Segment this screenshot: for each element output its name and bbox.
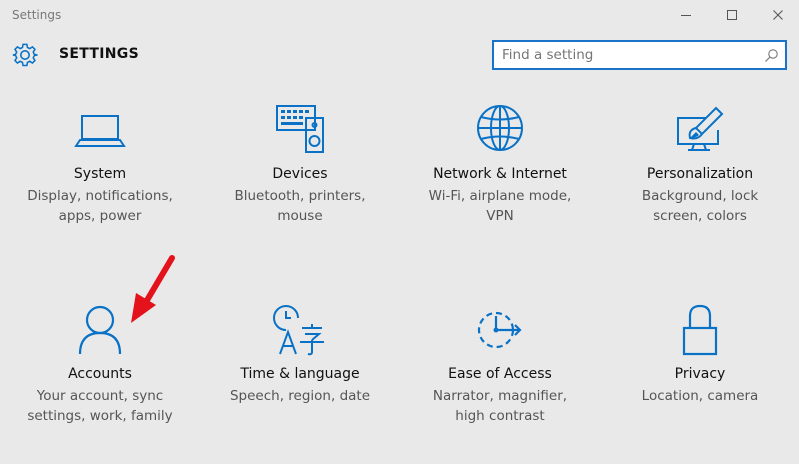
category-name: Personalization — [646, 166, 754, 182]
maximize-button[interactable] — [709, 0, 755, 30]
keyboard-speaker-icon — [272, 104, 328, 160]
description-line: Narrator, magnifier, — [432, 388, 568, 404]
category-description: Bluetooth, printers, mouse — [210, 186, 390, 226]
category-name: System — [73, 166, 127, 182]
paintbrush-monitor-icon — [672, 104, 728, 160]
category-personalization[interactable]: Personalization Background, lock screen,… — [600, 104, 799, 274]
category-description: Narrator, magnifier, high contrast — [410, 386, 590, 426]
category-name: Network & Internet — [433, 166, 567, 182]
category-name: Accounts — [68, 366, 132, 382]
category-description: Your account, sync settings, work, famil… — [10, 386, 190, 426]
description-line: VPN — [486, 208, 514, 224]
title-bar: Settings — [0, 0, 799, 30]
category-description: Wi-Fi, airplane mode, VPN — [410, 186, 590, 226]
category-ease-of-access[interactable]: Ease of Access Narrator, magnifier, high… — [400, 304, 600, 464]
category-name: Time & language — [240, 366, 360, 382]
description-line: settings, work, family — [27, 408, 173, 424]
category-name: Devices — [272, 166, 328, 182]
clock-language-icon — [272, 304, 328, 360]
category-accounts[interactable]: Accounts Your account, sync settings, wo… — [0, 304, 200, 464]
description-line: Display, notifications, — [27, 188, 173, 204]
person-icon — [72, 304, 128, 360]
category-description: Background, lock screen, colors — [610, 186, 790, 226]
description-line: screen, colors — [653, 208, 747, 224]
category-name: Privacy — [674, 366, 726, 382]
category-description: Location, camera — [610, 386, 790, 406]
description-line: Wi-Fi, airplane mode, — [428, 188, 572, 204]
laptop-icon — [72, 104, 128, 160]
category-name: Ease of Access — [448, 366, 552, 382]
category-privacy[interactable]: Privacy Location, camera — [600, 304, 799, 464]
gear-icon — [12, 43, 38, 67]
description-line: Location, camera — [641, 388, 759, 404]
search-box[interactable] — [492, 40, 787, 70]
category-time-language[interactable]: Time & language Speech, region, date — [200, 304, 400, 464]
description-line: Background, lock — [641, 188, 759, 204]
padlock-icon — [672, 304, 728, 360]
window-title: Settings — [12, 8, 62, 22]
ease-of-access-icon — [472, 304, 528, 360]
minimize-icon — [681, 15, 691, 16]
description-line: Bluetooth, printers, — [234, 188, 366, 204]
settings-header: SETTINGS — [0, 36, 799, 76]
category-devices[interactable]: Devices Bluetooth, printers, mouse — [200, 104, 400, 274]
close-button[interactable] — [755, 0, 799, 30]
globe-icon — [472, 104, 528, 160]
category-network-internet[interactable]: Network & Internet Wi-Fi, airplane mode,… — [400, 104, 600, 274]
close-icon — [773, 10, 783, 20]
category-description: Display, notifications, apps, power — [10, 186, 190, 226]
description-line: Speech, region, date — [229, 388, 371, 404]
description-line: high contrast — [455, 408, 545, 424]
maximize-icon — [727, 10, 737, 20]
description-line: Your account, sync — [36, 388, 164, 404]
search-icon[interactable] — [764, 48, 779, 63]
description-line: apps, power — [58, 208, 142, 224]
category-description: Speech, region, date — [210, 386, 390, 406]
minimize-button[interactable] — [663, 0, 709, 30]
category-system[interactable]: System Display, notifications, apps, pow… — [0, 104, 200, 274]
search-input[interactable] — [502, 46, 752, 64]
page-title: SETTINGS — [59, 46, 139, 62]
description-line: mouse — [277, 208, 323, 224]
